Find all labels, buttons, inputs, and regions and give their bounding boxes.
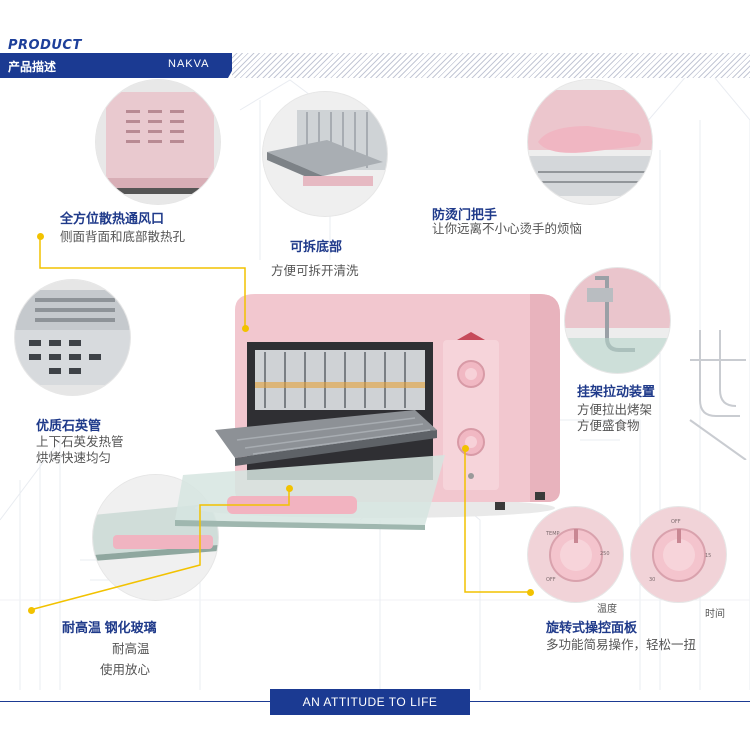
glass-desc-2: 使用放心	[100, 663, 151, 677]
removable-tray-image	[263, 92, 387, 216]
glass-desc-1: 耐高温	[112, 642, 150, 656]
header-brand: NAKVA	[168, 58, 210, 70]
svg-text:15: 15	[705, 553, 711, 559]
svg-text:TEMP: TEMP	[545, 531, 560, 537]
quartz-desc-1: 上下石英发热管	[36, 435, 124, 449]
rack-title: 挂架拉动装置	[577, 384, 656, 399]
svg-text:OFF: OFF	[671, 519, 681, 525]
rack-sketch-illustration	[689, 330, 747, 460]
footer-slogan: AN ATTITUDE TO LIFE	[270, 689, 470, 715]
svg-text:OFF: OFF	[546, 577, 556, 583]
quartz-title: 优质石英管	[36, 418, 102, 433]
header-product-label: PRODUCT	[8, 38, 82, 53]
quartz-tube-image	[15, 280, 130, 395]
toaster-oven-main-image	[175, 294, 560, 530]
quartz-desc-2: 烘烤快速均匀	[36, 451, 112, 465]
knob-temp-label: 温度	[597, 604, 617, 615]
header-bar-blue	[0, 53, 228, 78]
header-title: 产品描述	[8, 60, 57, 74]
glass-title: 耐高温 钢化玻璃	[62, 620, 157, 635]
handle-closeup-image	[528, 80, 652, 204]
timer-knob-image: OFF 15 30	[631, 507, 726, 602]
vent-desc: 侧面背面和底部散热孔	[60, 230, 186, 244]
vent-closeup-image	[96, 80, 220, 204]
knob-desc: 多功能简易操作，轻松一扭	[546, 638, 697, 652]
connector-dot-oven-top	[242, 325, 249, 332]
connector-dot-knob-end	[527, 589, 534, 596]
tray-desc: 方便可拆开清洗	[271, 264, 359, 278]
knob-title: 旋转式操控面板	[546, 620, 638, 635]
svg-text:30: 30	[649, 577, 655, 583]
header-bar-stripes	[232, 53, 750, 78]
handle-desc: 让你远离不小心烫手的烦恼	[432, 222, 583, 236]
handle-title: 防烫门把手	[432, 207, 498, 222]
connector-dot-vent	[37, 233, 44, 240]
connector-dot-glass	[286, 485, 293, 492]
header-bar: 产品描述 NAKVA	[0, 53, 750, 78]
tray-title: 可拆底部	[290, 239, 343, 254]
connector-dot-knob	[462, 445, 469, 452]
connector-dot-glass-end	[28, 607, 35, 614]
knob-time-label: 时间	[705, 609, 725, 620]
rack-desc-1: 方便拉出烤架	[577, 403, 653, 417]
svg-text:250: 250	[600, 551, 610, 557]
rack-mechanism-image	[565, 268, 670, 373]
vent-title: 全方位散热通风口	[60, 211, 165, 226]
rack-desc-2: 方便盛食物	[577, 419, 640, 433]
